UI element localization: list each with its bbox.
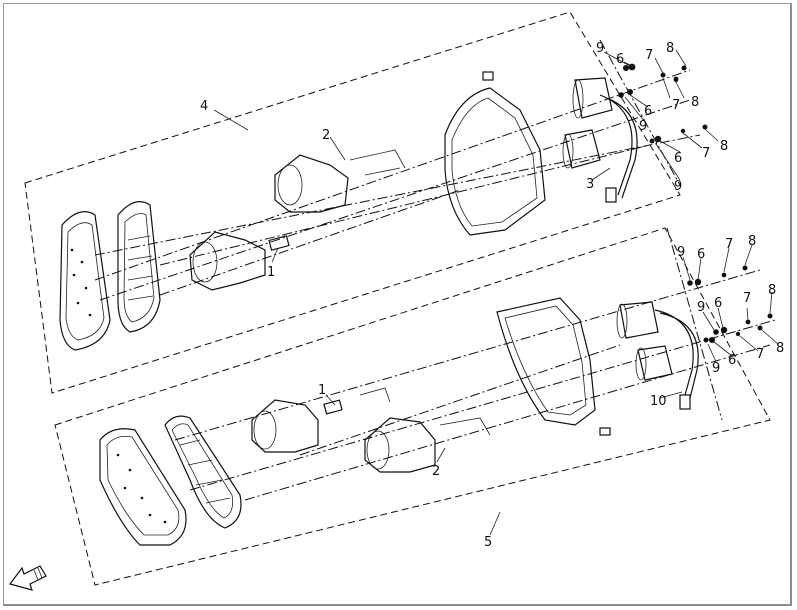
- upper-bulb-socket-1: [189, 231, 290, 291]
- upper-lens: [59, 211, 111, 351]
- callout: 10: [650, 394, 667, 409]
- upper-group-frame: [24, 11, 681, 394]
- callout: 9: [677, 245, 685, 260]
- lower-group-frame: [54, 227, 771, 586]
- lower-bulb-socket-2: [364, 417, 491, 473]
- lower-lamps: [616, 301, 699, 410]
- callout: 1: [318, 383, 326, 398]
- callout: 6: [697, 247, 705, 262]
- callout: 6: [728, 353, 736, 368]
- callout: 9: [596, 41, 604, 56]
- callout: 3: [586, 177, 594, 192]
- lower-bulb-socket-1: [251, 387, 391, 453]
- callout: 6: [714, 296, 722, 311]
- upper-fasteners: [618, 63, 708, 144]
- callout: 8: [720, 139, 728, 154]
- callout: 7: [725, 237, 733, 252]
- callout: 1: [267, 265, 275, 280]
- callout: 7: [702, 146, 710, 161]
- callout: 8: [691, 95, 699, 110]
- callout: 8: [776, 341, 784, 356]
- upper-housing: [444, 71, 546, 236]
- lower-housing: [496, 297, 611, 436]
- callout: 6: [674, 151, 682, 166]
- back-arrow-icon[interactable]: [8, 565, 47, 591]
- callout: 9: [712, 361, 720, 376]
- lower-callouts: 1 2 10 9 6 7 8 8 7 6 9 8 7 6 9 5: [318, 234, 784, 550]
- lower-lens: [99, 428, 187, 546]
- callout: 8: [768, 283, 776, 298]
- callout: 9: [674, 179, 682, 194]
- callout: 2: [432, 464, 440, 479]
- callout-5: 5: [484, 535, 492, 550]
- callout: 8: [666, 41, 674, 56]
- callout: 9: [697, 300, 705, 315]
- callout: 7: [672, 98, 680, 113]
- callout: 7: [645, 48, 653, 63]
- callout: 7: [743, 291, 751, 306]
- callout: 6: [644, 104, 652, 119]
- upper-callouts: 4 2 1 3 9 6 7 8 8 7 6 9 8 7 6 9: [200, 41, 728, 280]
- lower-fasteners: [687, 265, 773, 343]
- lower-reflector: [164, 415, 242, 529]
- callout: 9: [639, 119, 647, 134]
- upper-lamps: [562, 77, 638, 203]
- callout: 6: [616, 52, 624, 67]
- callout: 8: [748, 234, 756, 249]
- callout: 2: [322, 128, 330, 143]
- callout-4: 4: [200, 99, 208, 114]
- lower-axis-lines: [174, 227, 776, 501]
- upper-axis-lines: [94, 39, 701, 301]
- upper-reflector: [117, 201, 161, 333]
- callout: 7: [756, 347, 764, 362]
- diagram-frame: [3, 3, 792, 606]
